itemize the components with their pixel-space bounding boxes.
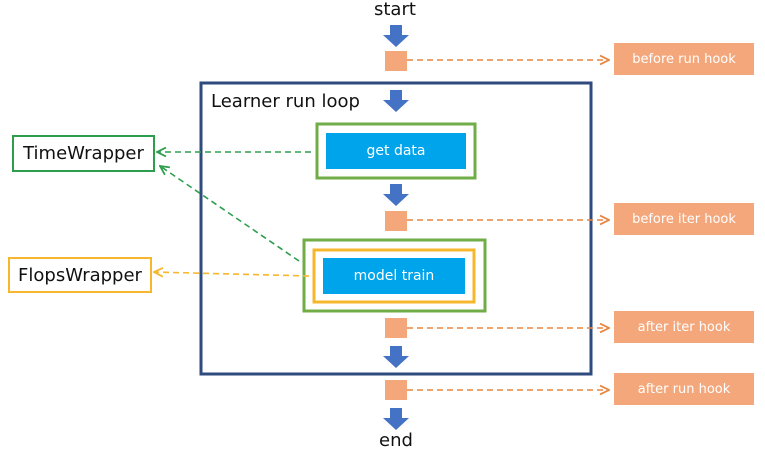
- after-run-hook-box: after run hook: [614, 373, 754, 405]
- after-iter-hook-point: [385, 318, 407, 338]
- learner-run-loop-box: [199, 81, 593, 376]
- flow-arrow-down-icon: [383, 346, 409, 368]
- flow-arrow-down-icon: [383, 184, 409, 206]
- after-run-hook-point: [385, 380, 407, 400]
- get-data-step: get data: [326, 133, 466, 169]
- time-wrapper-box: TimeWrapper: [12, 135, 155, 172]
- loop-title: Learner run loop: [211, 91, 360, 112]
- before-iter-hook-box: before iter hook: [614, 203, 754, 235]
- flow-arrow-down-icon: [383, 25, 409, 47]
- model-train-timewrapper-connector: [160, 166, 300, 262]
- model-train-flopswrapper-connector: [154, 272, 310, 276]
- before-iter-hook-point: [385, 211, 407, 231]
- flops-wrapper-box: FlopsWrapper: [8, 257, 152, 293]
- before-run-hook-point: [385, 51, 407, 71]
- start-label: start: [374, 0, 416, 20]
- model-train-step: model train: [323, 258, 465, 294]
- end-label: end: [379, 430, 413, 451]
- flow-arrow-down-icon: [383, 90, 409, 112]
- after-iter-hook-box: after iter hook: [614, 311, 754, 343]
- flow-arrow-down-icon: [383, 408, 409, 430]
- before-run-hook-box: before run hook: [614, 43, 754, 75]
